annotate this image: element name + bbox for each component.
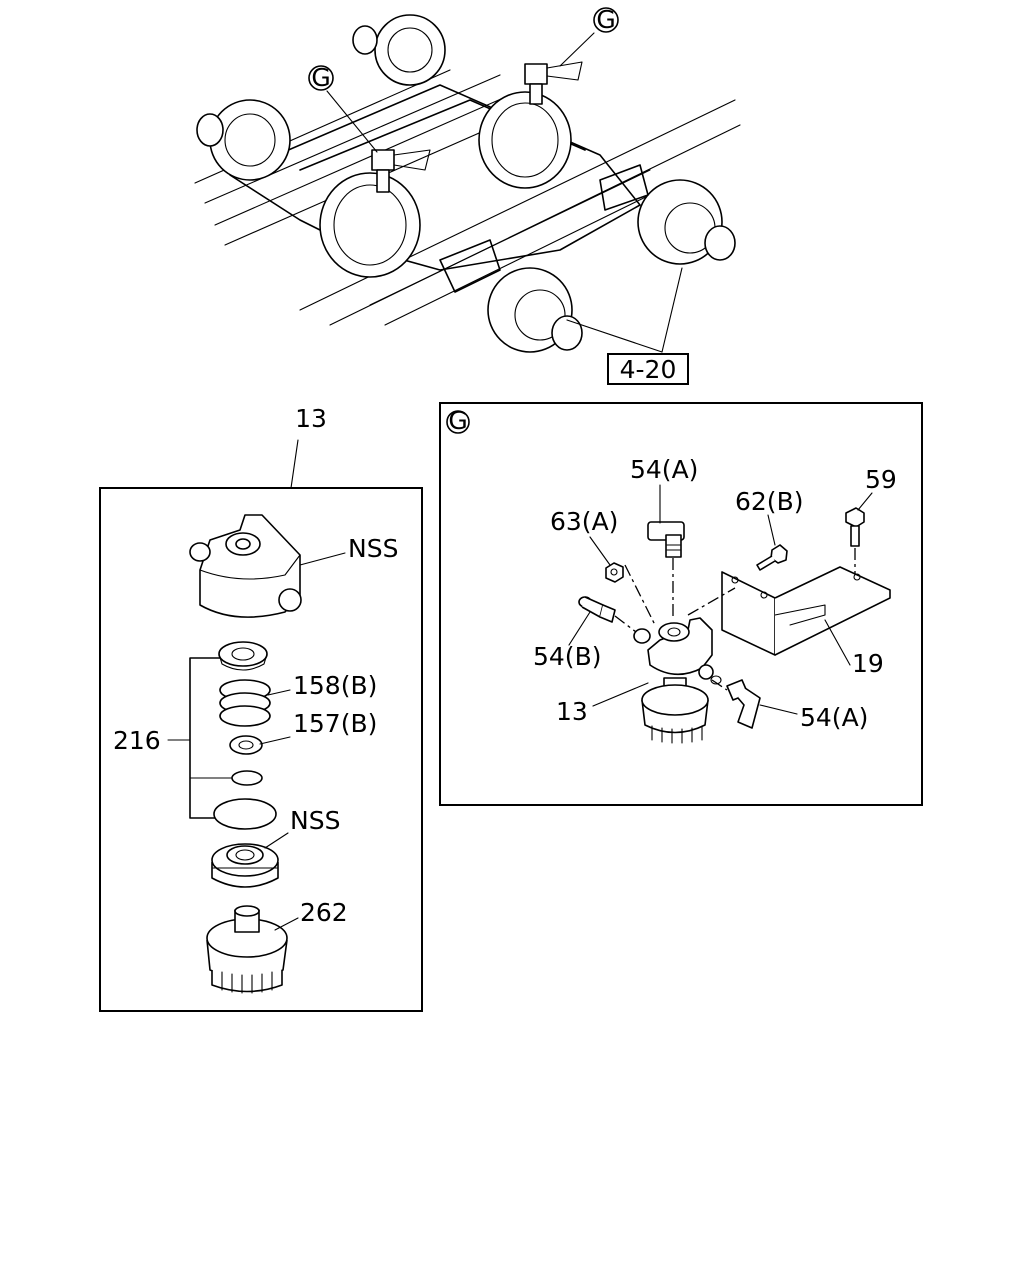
bolt-59 bbox=[845, 507, 865, 547]
view-ref-g-right: G bbox=[593, 5, 619, 34]
label-13-g: 13 bbox=[556, 697, 588, 726]
label-157b: 157(B) bbox=[293, 709, 377, 738]
detail-g-frame bbox=[439, 402, 923, 806]
seal-cup bbox=[218, 641, 268, 671]
sensor-right bbox=[524, 61, 583, 105]
nut-63a bbox=[605, 562, 624, 583]
hub-rear-right bbox=[352, 14, 446, 86]
label-158b: 158(B) bbox=[293, 671, 377, 700]
hub-rear-left bbox=[196, 99, 291, 181]
label-59: 59 bbox=[865, 465, 897, 494]
svg-text:G: G bbox=[596, 5, 615, 34]
filter-element bbox=[211, 843, 279, 888]
bolt-62b bbox=[756, 544, 788, 571]
svg-text:G: G bbox=[448, 406, 467, 435]
elbow-fitting-54a-top bbox=[647, 521, 685, 558]
svg-text:4-20: 4-20 bbox=[620, 355, 677, 384]
label-63a: 63(A) bbox=[550, 507, 618, 536]
bracket-19 bbox=[721, 566, 891, 656]
label-216: 216 bbox=[113, 726, 161, 755]
exploded-view-frame bbox=[99, 487, 423, 1012]
spring-158b bbox=[219, 679, 271, 727]
label-19: 19 bbox=[852, 649, 884, 678]
axle-assembly-illustration bbox=[194, 14, 741, 353]
svg-text:G: G bbox=[311, 63, 330, 92]
label-262: 262 bbox=[300, 898, 348, 927]
sensor-left bbox=[371, 149, 431, 193]
o-ring-small bbox=[231, 770, 263, 786]
connector-54b bbox=[578, 596, 616, 623]
detail-g-marker: G bbox=[446, 406, 470, 435]
label-nss-top: NSS bbox=[348, 534, 398, 563]
label-nss-mid: NSS bbox=[290, 806, 340, 835]
elbow-fitting-54a-bottom bbox=[710, 675, 761, 729]
label-54a-bottom: 54(A) bbox=[800, 703, 868, 732]
hub-front-left bbox=[487, 267, 583, 353]
label-54a-top: 54(A) bbox=[630, 455, 698, 484]
filter-bowl-262 bbox=[206, 905, 288, 994]
label-62b: 62(B) bbox=[735, 487, 803, 516]
washer-157b bbox=[229, 735, 263, 755]
hub-front-right bbox=[637, 179, 736, 265]
o-ring-large bbox=[213, 798, 277, 830]
ref-box-4-20: 4-20 bbox=[607, 353, 689, 385]
label-54b: 54(B) bbox=[533, 642, 601, 671]
fuel-filter-13 bbox=[633, 617, 714, 744]
label-13-top: 13 bbox=[295, 404, 327, 433]
filter-head bbox=[189, 514, 302, 618]
view-ref-g-left: G bbox=[308, 63, 334, 92]
